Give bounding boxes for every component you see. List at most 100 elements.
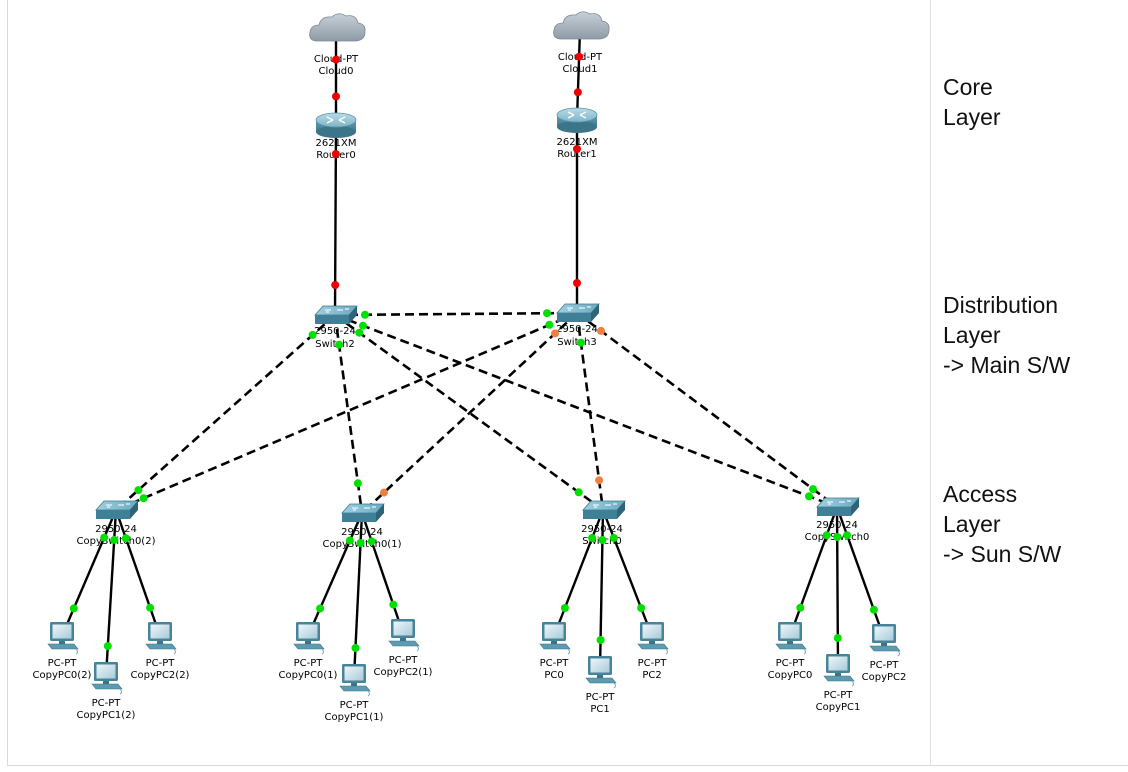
pc-icon[interactable] bbox=[869, 624, 901, 657]
port-status-light bbox=[335, 340, 344, 349]
switch-icon[interactable] bbox=[816, 497, 860, 516]
link-copy_switch0_1-copy_pc2_1[interactable] bbox=[360, 512, 405, 634]
port-status-light bbox=[597, 326, 605, 335]
pc-icon[interactable] bbox=[339, 664, 371, 697]
link-switch3-copy_switch0[interactable] bbox=[576, 311, 838, 509]
switch-icon[interactable] bbox=[95, 500, 139, 519]
device-name-label: CopyPC0(1) bbox=[279, 670, 338, 681]
device-model-label: PC-PT bbox=[586, 692, 616, 703]
pc-icon[interactable] bbox=[293, 622, 325, 655]
pc-icon[interactable] bbox=[539, 622, 571, 655]
pc-icon[interactable] bbox=[388, 619, 420, 652]
link-layer bbox=[60, 29, 886, 679]
port-status-light bbox=[331, 281, 340, 289]
router-icon[interactable] bbox=[315, 112, 357, 138]
device-model-label: 2950-24 bbox=[341, 527, 383, 538]
device-name-label: CopyPC1 bbox=[816, 702, 861, 713]
link-switch2-copy_switch0_2[interactable] bbox=[115, 314, 336, 511]
port-status-light bbox=[146, 603, 155, 612]
port-status-light bbox=[356, 539, 365, 547]
pc-icon[interactable] bbox=[91, 662, 123, 695]
link-switch3-copy_switch0_1[interactable] bbox=[361, 312, 578, 514]
port-status-light bbox=[637, 604, 646, 612]
device-name-label: Router1 bbox=[557, 149, 597, 160]
cloud-icon[interactable] bbox=[309, 13, 366, 42]
port-status-light bbox=[308, 330, 317, 339]
port-status-light bbox=[809, 485, 817, 494]
port-status-light bbox=[121, 534, 130, 543]
link-switch0-pc2[interactable] bbox=[601, 509, 654, 637]
access-layer-label: Access Layer -> Sun S/W bbox=[943, 479, 1061, 569]
port-status-light bbox=[545, 320, 554, 329]
device-name-label: CopyPC0 bbox=[768, 670, 813, 681]
device-name-label: CopyPC1(2) bbox=[77, 710, 136, 721]
link-switch2-copy_switch0[interactable] bbox=[334, 313, 838, 509]
switch-icon[interactable] bbox=[314, 305, 358, 324]
device-model-label: PC-PT bbox=[294, 658, 324, 669]
device-name-label: Cloud1 bbox=[563, 64, 598, 75]
device-model-label: 2621XM bbox=[316, 138, 357, 149]
link-switch0-pc0[interactable] bbox=[552, 509, 605, 637]
port-status-light bbox=[332, 55, 340, 64]
device-name-label: Cloud0 bbox=[319, 66, 354, 77]
port-status-layer bbox=[69, 52, 878, 652]
switch-icon[interactable] bbox=[341, 503, 385, 522]
link-copy_switch0_1-copy_pc0_1[interactable] bbox=[306, 512, 364, 637]
device-layer bbox=[47, 11, 901, 697]
port-status-light bbox=[389, 600, 398, 609]
pc-icon[interactable] bbox=[637, 622, 669, 655]
device-name-label: CopyPC2 bbox=[862, 672, 907, 683]
router-icon[interactable] bbox=[556, 107, 598, 133]
link-switch2-switch3[interactable] bbox=[334, 311, 578, 317]
link-copy_switch0_2-copy_pc0_2[interactable] bbox=[60, 509, 118, 637]
device-model-label: PC-PT bbox=[870, 660, 900, 671]
pc-icon[interactable] bbox=[823, 654, 855, 687]
device-name-label: CopyPC2(1) bbox=[374, 667, 433, 678]
device-model-label: 2950-24 bbox=[95, 524, 137, 535]
distribution-layer-label: Distribution Layer -> Main S/W bbox=[943, 290, 1070, 380]
device-model-label: 2950-24 bbox=[581, 524, 623, 535]
device-name-label: CopyPC0(2) bbox=[33, 670, 92, 681]
switch-icon[interactable] bbox=[582, 500, 626, 519]
pc-icon[interactable] bbox=[585, 656, 617, 689]
port-status-light bbox=[609, 534, 618, 542]
port-status-light bbox=[331, 150, 340, 158]
core-layer-line1: Core bbox=[943, 74, 993, 100]
port-status-light bbox=[596, 636, 605, 644]
device-model-label: PC-PT bbox=[540, 658, 570, 669]
link-copy_switch0-copy_pc0[interactable] bbox=[788, 506, 839, 637]
pc-icon[interactable] bbox=[47, 622, 79, 655]
port-status-light bbox=[805, 492, 813, 501]
port-status-light bbox=[543, 309, 551, 318]
device-model-label: PC-PT bbox=[824, 690, 854, 701]
access-layer-line1: Access bbox=[943, 481, 1018, 507]
link-cloud1-router1[interactable] bbox=[575, 29, 582, 120]
device-name-label: PC2 bbox=[642, 670, 661, 681]
port-status-light bbox=[573, 279, 581, 287]
distribution-layer-line2: Layer bbox=[943, 322, 1001, 348]
device-model-label: 2950-24 bbox=[556, 324, 598, 335]
port-status-light bbox=[595, 476, 604, 485]
port-status-light bbox=[573, 145, 581, 153]
pc-icon[interactable] bbox=[145, 622, 177, 655]
link-copy_switch0_2-copy_pc2_2[interactable] bbox=[114, 509, 162, 637]
access-layer-line3: -> Sun S/W bbox=[943, 541, 1062, 567]
port-status-light bbox=[869, 605, 878, 614]
device-model-label: 2621XM bbox=[557, 137, 598, 148]
core-layer-line2: Layer bbox=[943, 104, 1001, 130]
device-name-label: PC1 bbox=[590, 704, 609, 715]
port-status-light bbox=[134, 486, 143, 495]
cloud-icon[interactable] bbox=[553, 11, 610, 40]
switch-icon[interactable] bbox=[556, 303, 600, 322]
pc-icon[interactable] bbox=[775, 622, 807, 655]
device-name-label: CopyPC2(2) bbox=[131, 670, 190, 681]
link-copy_switch0-copy_pc2[interactable] bbox=[835, 506, 886, 639]
device-model-label: PC-PT bbox=[48, 658, 78, 669]
access-layer-line2: Layer bbox=[943, 511, 1001, 537]
port-status-light bbox=[575, 52, 584, 61]
device-model-label: PC-PT bbox=[389, 655, 419, 666]
port-status-light bbox=[359, 321, 367, 330]
port-status-light bbox=[380, 488, 388, 497]
port-status-light bbox=[353, 479, 362, 488]
